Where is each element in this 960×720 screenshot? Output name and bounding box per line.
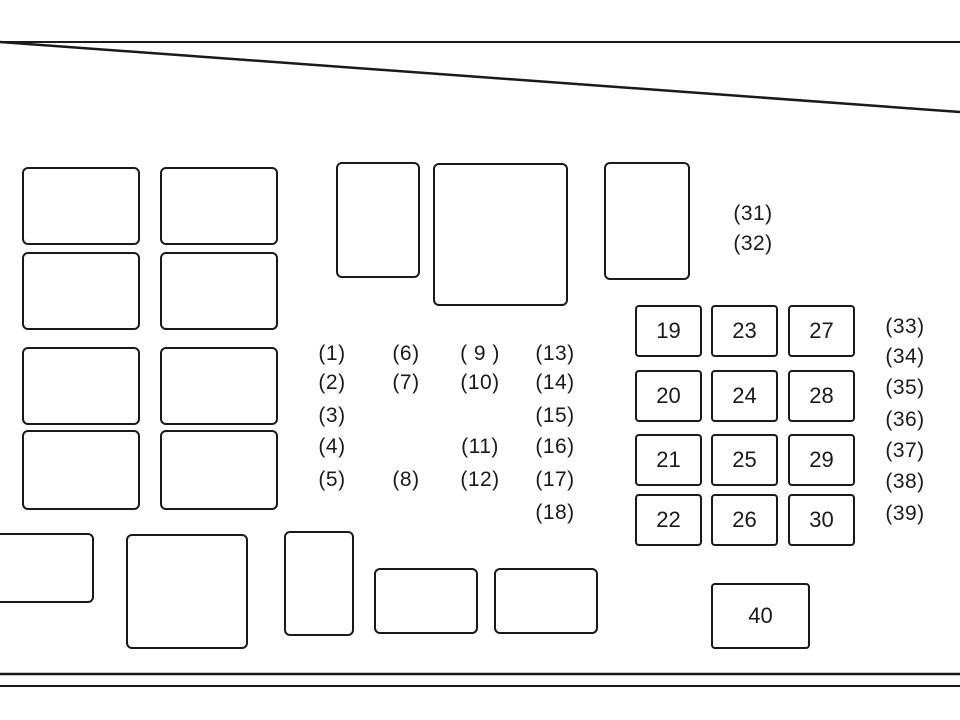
- fuse-label-12: (12): [460, 468, 500, 491]
- fuse-label-37: (37): [885, 439, 925, 462]
- fuse-label-15: (15): [535, 404, 575, 427]
- fuse-block-25: 25: [711, 434, 778, 486]
- relay-slot: [494, 568, 598, 634]
- relay-slot: [374, 568, 478, 634]
- fuse-label-33: (33): [885, 315, 925, 338]
- relay-slot: [160, 430, 278, 510]
- fuse-label-8: (8): [392, 468, 420, 491]
- fuse-label-5: (5): [318, 468, 346, 491]
- relay-slot: [22, 430, 140, 510]
- fuse-label-18: (18): [535, 501, 575, 524]
- fuse-block-20: 20: [635, 370, 702, 422]
- fuse-block-28: 28: [788, 370, 855, 422]
- relay-slot: [336, 162, 420, 278]
- fuse-label-2: (2): [318, 371, 346, 394]
- fuse-label-10: (10): [460, 371, 500, 394]
- fuse-block-26: 26: [711, 494, 778, 546]
- relay-slot: [126, 534, 248, 649]
- fuse-block-19: 19: [635, 305, 702, 357]
- fuse-label-6: (6): [392, 342, 420, 365]
- fuse-label-14: (14): [535, 371, 575, 394]
- fuse-block-23: 23: [711, 305, 778, 357]
- fuse-label-11: (11): [461, 435, 499, 458]
- fuse-label-7: (7): [392, 371, 420, 394]
- fuse-label-38: (38): [885, 470, 925, 493]
- fuse-label-9: ( 9 ): [460, 342, 500, 365]
- fuse-label-34: (34): [885, 345, 925, 368]
- fuse-label-16: (16): [535, 435, 575, 458]
- relay-slot: [22, 252, 140, 330]
- relay-slot: [160, 347, 278, 425]
- fuse-block-24: 24: [711, 370, 778, 422]
- fuse-label-3: (3): [318, 404, 346, 427]
- fuse-block-27: 27: [788, 305, 855, 357]
- relay-slot: [160, 252, 278, 330]
- fuse-label-32: (32): [733, 232, 773, 255]
- relay-slot: [284, 531, 354, 636]
- fuse-label-31: (31): [733, 202, 773, 225]
- relay-slot: [604, 162, 690, 280]
- fuse-block-30: 30: [788, 494, 855, 546]
- fuse-label-35: (35): [885, 376, 925, 399]
- fuse-label-39: (39): [885, 502, 925, 525]
- fuse-block-22: 22: [635, 494, 702, 546]
- fuse-block-40: 40: [711, 583, 810, 649]
- relay-slot: [22, 347, 140, 425]
- relay-slot: [22, 167, 140, 245]
- fuse-label-13: (13): [535, 342, 575, 365]
- fuse-label-17: (17): [535, 468, 575, 491]
- relay-slot: [0, 533, 94, 603]
- relay-slot: [433, 163, 568, 306]
- fuse-block-21: 21: [635, 434, 702, 486]
- diagonal-edge-line: [0, 40, 960, 114]
- fuse-label-1: (1): [318, 342, 346, 365]
- relay-slot: [160, 167, 278, 245]
- fuse-label-4: (4): [318, 435, 346, 458]
- fuse-label-36: (36): [885, 408, 925, 431]
- fuse-block-29: 29: [788, 434, 855, 486]
